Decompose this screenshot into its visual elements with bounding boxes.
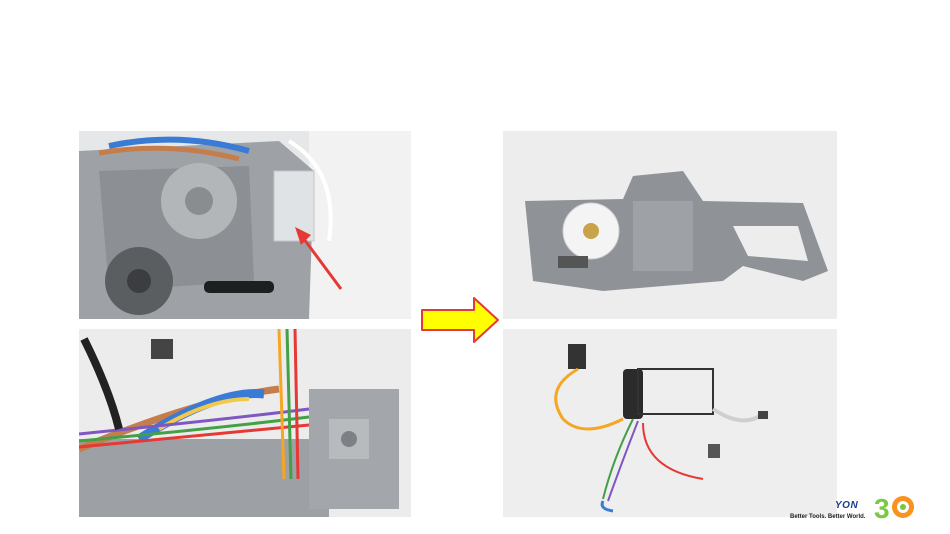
photo-housing-top-left [79, 131, 411, 319]
photo-wiring-bottom-left [79, 329, 411, 517]
photo-wiring-bottom-right [503, 329, 837, 517]
svg-text:3: 3 [874, 493, 890, 524]
anniversary-badge-icon: 3 [872, 490, 916, 524]
brand-name: YON [835, 500, 858, 511]
transition-arrow-icon [420, 296, 500, 344]
brand-tagline: Better Tools. Better World. [790, 514, 865, 520]
photo-housing-top-right [503, 131, 837, 319]
